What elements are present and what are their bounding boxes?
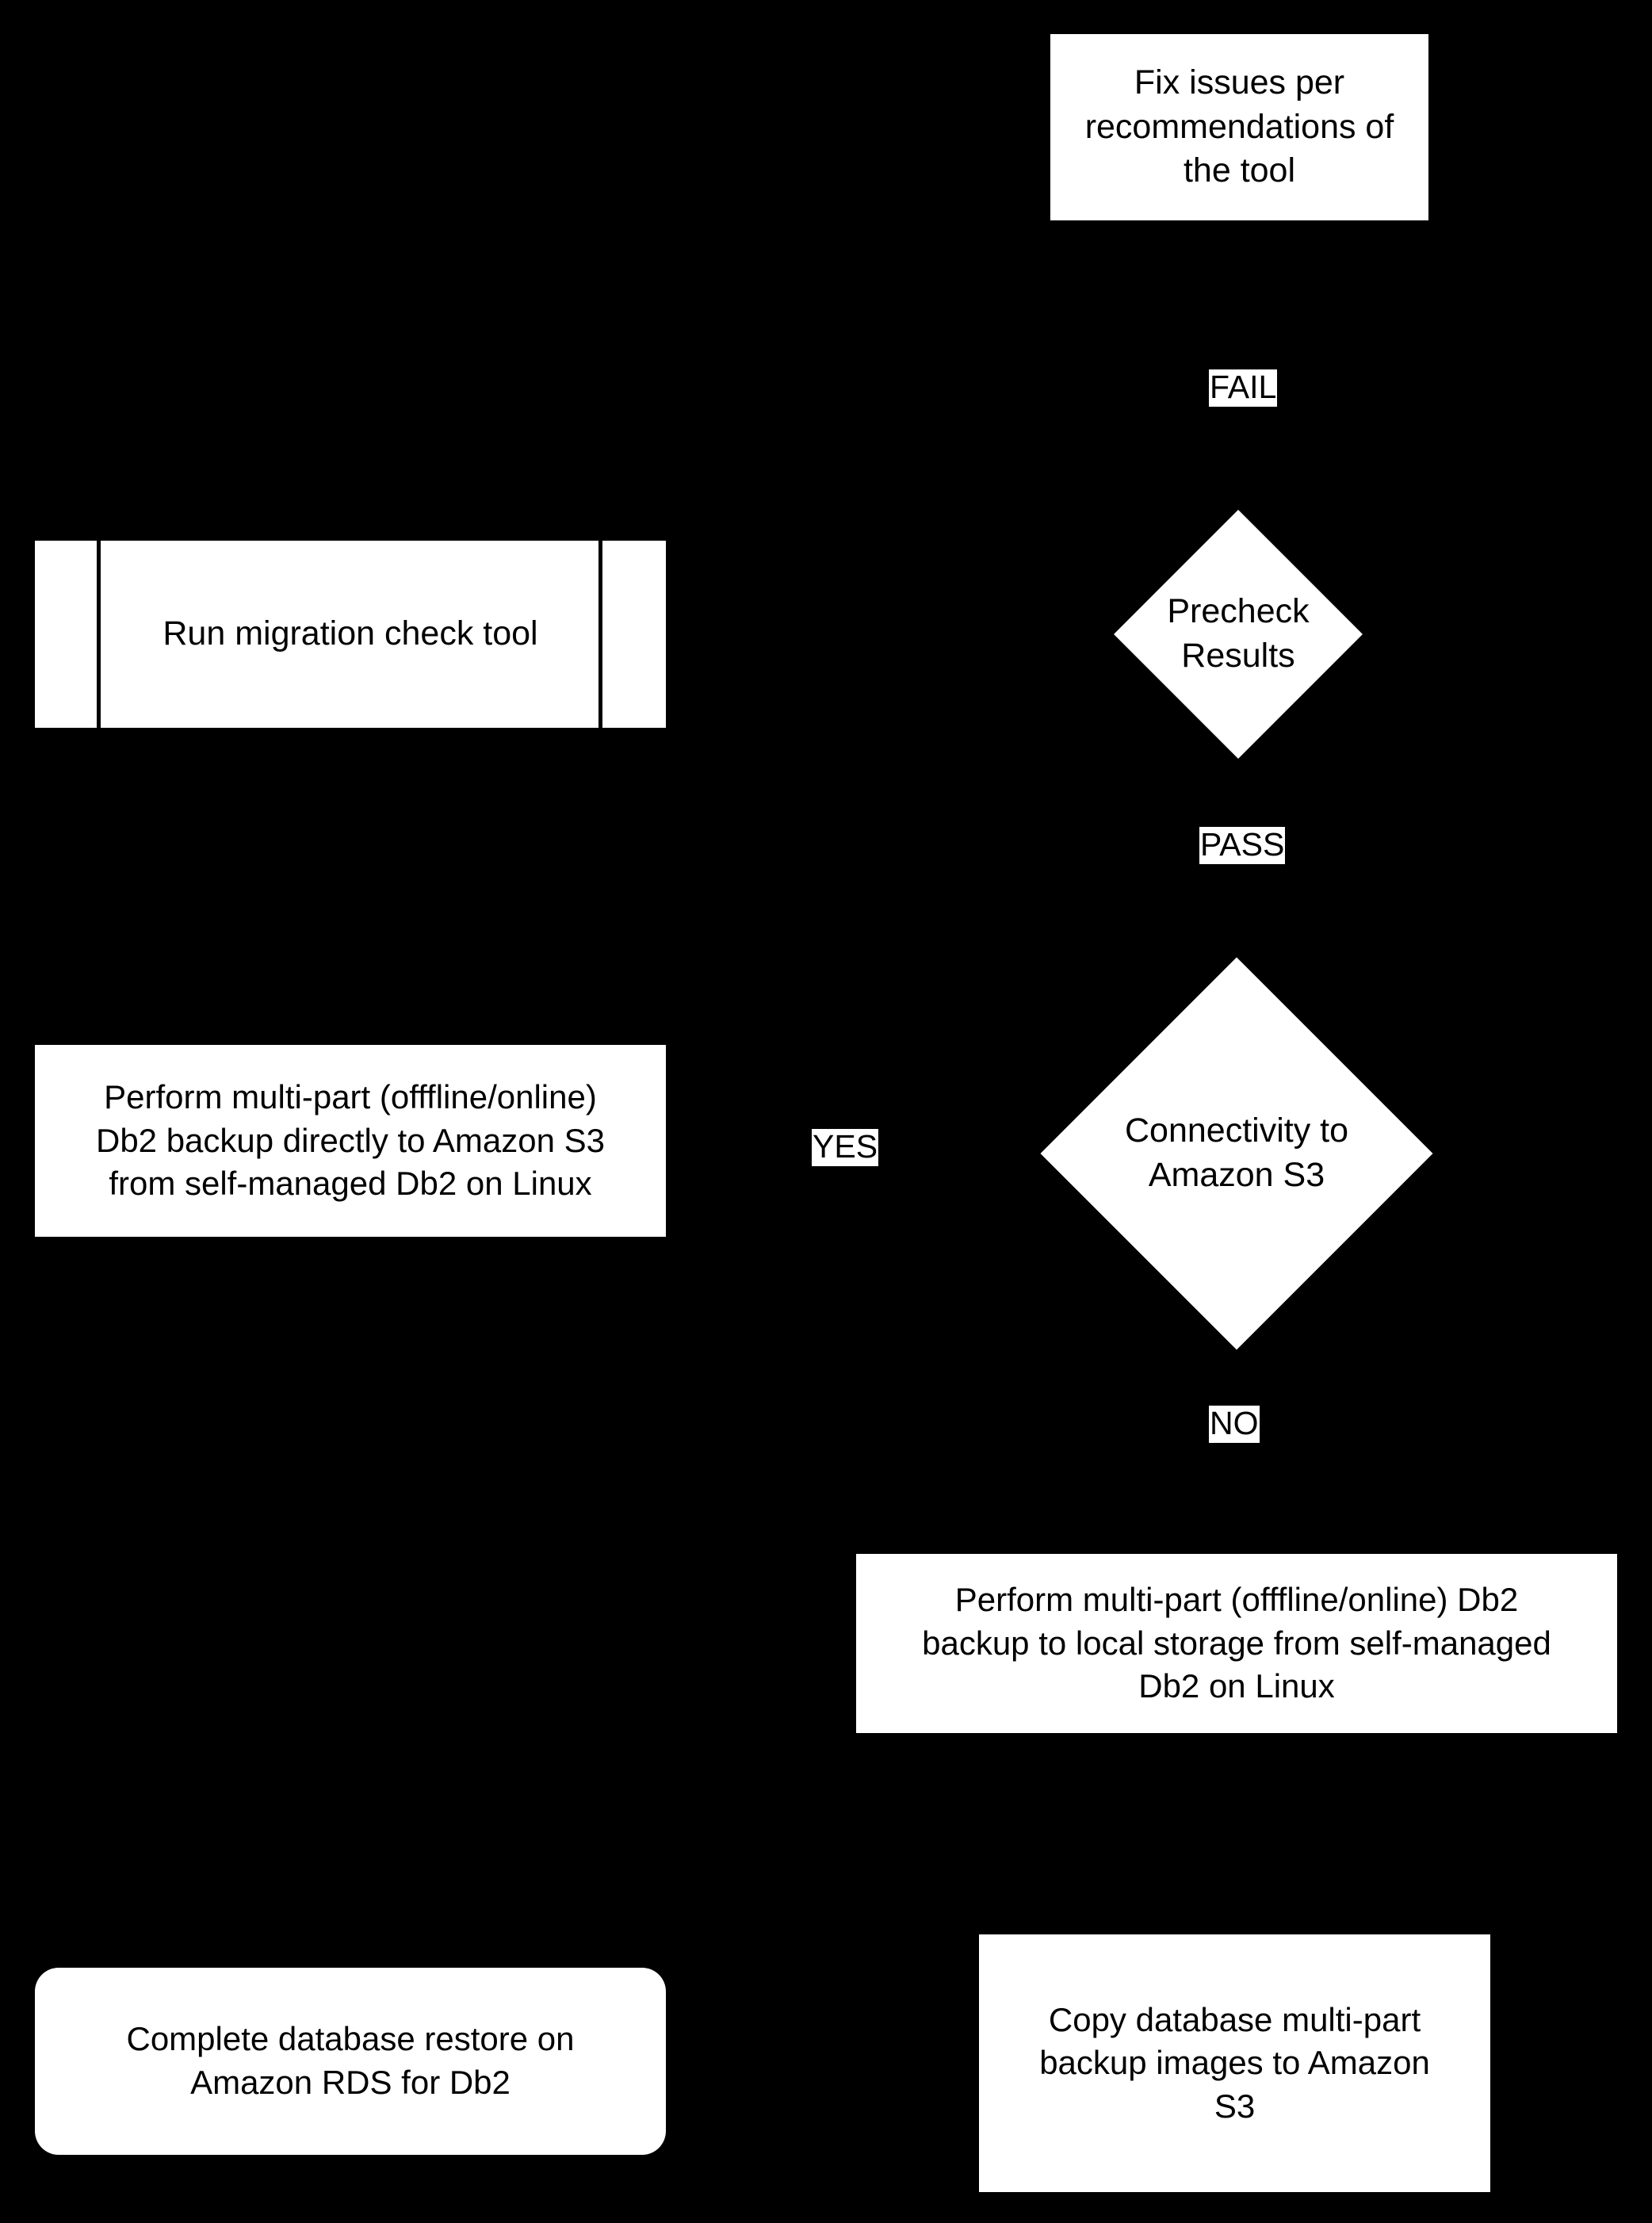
node-label: Run migration check tool	[163, 614, 538, 653]
edge-label-pass: PASS	[1199, 826, 1286, 864]
node-precheck-results-textwrap: Precheck Results	[1114, 510, 1363, 759]
node-label: Perform multi-part (offfline/online) Db2…	[95, 1078, 606, 1203]
edge-label-yes: YES	[812, 1128, 879, 1166]
node-label: Perform multi-part (offfline/online) Db2…	[922, 1581, 1551, 1705]
node-label: Fix issues per recommendations of the to…	[1084, 63, 1394, 190]
connector-connectivity-to-backup-local	[1235, 1348, 1238, 1554]
edge-label-text: YES	[813, 1128, 878, 1165]
node-label: Complete database restore on Amazon RDS …	[126, 2020, 575, 2101]
node-backup-to-local-storage[interactable]: Perform multi-part (offfline/online) Db2…	[856, 1554, 1617, 1733]
node-connectivity-to-amazon-s3-textwrap: Connectivity to Amazon S3	[1040, 957, 1433, 1350]
edge-label-fail: FAIL	[1209, 369, 1278, 407]
node-run-migration-check-tool[interactable]: Run migration check tool	[35, 541, 666, 728]
connector-backup-local-to-copy-images	[1235, 1732, 1238, 1934]
predefined-process-left-rule	[97, 541, 101, 728]
edge-label-text: NO	[1210, 1405, 1259, 1441]
node-copy-backup-images-to-s3[interactable]: Copy database multi-part backup images t…	[979, 1934, 1490, 2192]
connector-backup-s3-to-complete-restore	[349, 1237, 352, 1968]
node-label: Connectivity to Amazon S3	[1124, 1112, 1349, 1194]
node-backup-directly-to-s3[interactable]: Perform multi-part (offfline/online) Db2…	[35, 1045, 666, 1237]
predefined-process-right-rule	[598, 541, 602, 728]
node-complete-database-restore[interactable]: Complete database restore on Amazon RDS …	[35, 1968, 666, 2155]
node-label: Copy database multi-part backup images t…	[1039, 2000, 1430, 2125]
connector-run-tool-to-precheck	[666, 633, 1114, 636]
connector-precheck-to-fix-issues	[1237, 220, 1240, 511]
edge-label-text: PASS	[1200, 826, 1285, 863]
edge-label-text: FAIL	[1210, 369, 1277, 405]
node-fix-issues-per-recommendations[interactable]: Fix issues per recommendations of the to…	[1050, 34, 1428, 220]
node-label: Precheck Results	[1167, 592, 1310, 675]
edge-label-no: NO	[1209, 1406, 1260, 1443]
